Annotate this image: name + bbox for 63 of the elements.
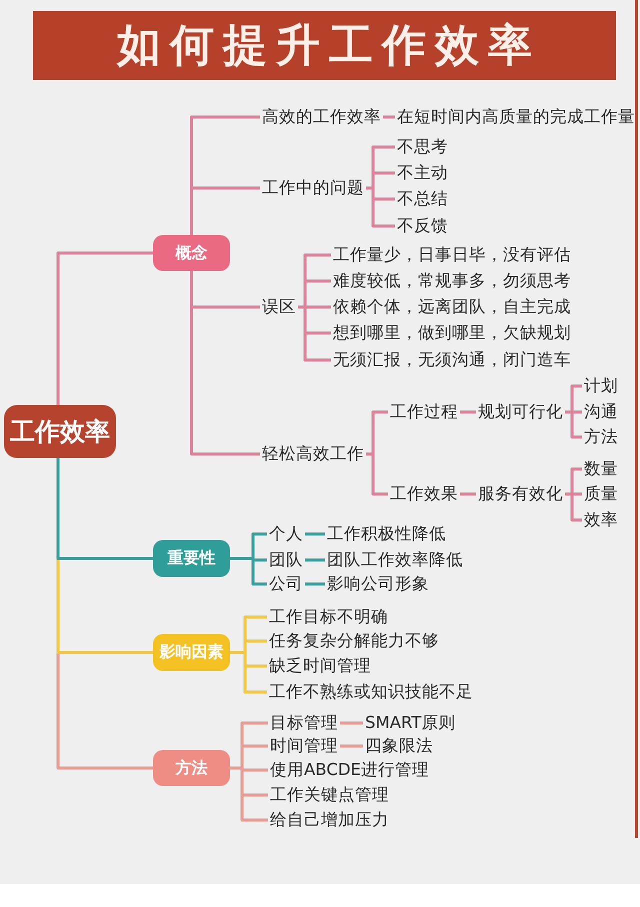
topic-text: 工作关键点管理	[268, 785, 391, 805]
topic-text: 不总结	[395, 189, 450, 209]
topic-text: 计划	[582, 376, 620, 396]
topic-text: 时间管理	[268, 736, 340, 756]
topic-text: 轻松高效工作	[260, 444, 366, 464]
topic-text: 不思考	[395, 137, 450, 157]
title-banner: 如何提升工作效率	[33, 11, 616, 80]
topic-text: 团队工作效率降低	[325, 550, 465, 570]
connector-line	[460, 492, 476, 496]
connector-line	[565, 468, 582, 496]
connector-line	[340, 744, 363, 748]
connector-line	[230, 532, 267, 560]
topic-text: 使用ABCDE进行管理	[268, 760, 431, 780]
connector-line	[305, 558, 325, 562]
branch-box: 影响因素	[153, 634, 230, 671]
topic-text: 工作效果	[388, 484, 460, 504]
topic-text: 依赖个体，远离团队，自主完成	[331, 297, 573, 317]
topic-text: 无须汇报，无须沟通，闭门造车	[331, 350, 573, 370]
topic-text: 缺乏时间管理	[267, 656, 373, 676]
topic-text: 工作积极性降低	[325, 524, 448, 544]
topic-text: 四象限法	[363, 736, 435, 756]
topic-text: SMART原则	[363, 713, 458, 733]
topic-text: 方法	[582, 427, 620, 447]
topic-text: 不主动	[395, 163, 450, 183]
topic-text: 工作过程	[388, 402, 460, 422]
topic-text: 想到哪里，做到哪里，欠缺规划	[331, 323, 573, 343]
topic-text: 规划可行化	[476, 402, 565, 422]
topic-text: 在短时间内高质量的完成工作量	[395, 107, 637, 127]
topic-text: 误区	[260, 297, 298, 317]
topic-text: 质量	[582, 484, 620, 504]
topic-text: 工作目标不明确	[267, 607, 390, 627]
topic-text: 公司	[267, 574, 305, 594]
connector-line	[190, 116, 260, 235]
topic-text: 效率	[582, 510, 620, 530]
topic-text: 数量	[582, 459, 620, 479]
topic-text: 给自己增加压力	[268, 810, 391, 830]
topic-text: 任务复杂分解能力不够	[267, 631, 441, 651]
branch-box: 概念	[153, 235, 230, 271]
topic-text: 高效的工作效率	[260, 107, 383, 127]
topic-text: 个人	[267, 524, 305, 544]
branch-box: 重要性	[153, 540, 230, 577]
branch-box: 方法	[153, 750, 230, 786]
topic-text: 工作中的问题	[260, 178, 366, 198]
connector-line	[565, 384, 582, 414]
central-topic-box: 工作效率	[4, 405, 116, 458]
connector-line	[305, 582, 325, 586]
topic-text: 工作量少，日事日毕，没有评估	[331, 245, 573, 265]
connector-line	[366, 410, 388, 456]
topic-text: 不反馈	[395, 216, 450, 236]
connector-line	[56, 252, 153, 405]
topic-text: 影响公司形象	[325, 574, 431, 594]
topic-text: 团队	[267, 550, 305, 570]
topic-text: 难度较低，常规事多，勿须思考	[331, 271, 573, 291]
connector-line	[340, 722, 363, 724]
connector-line	[383, 116, 395, 118]
topic-text: 服务有效化	[476, 484, 565, 504]
topic-text: 目标管理	[268, 713, 340, 733]
topic-text: 工作不熟练或知识技能不足	[267, 682, 475, 702]
connector-line	[305, 532, 325, 536]
connector-line	[56, 458, 153, 560]
connector-line	[190, 271, 260, 308]
connector-line	[460, 410, 476, 414]
topic-text: 沟通	[582, 402, 620, 422]
